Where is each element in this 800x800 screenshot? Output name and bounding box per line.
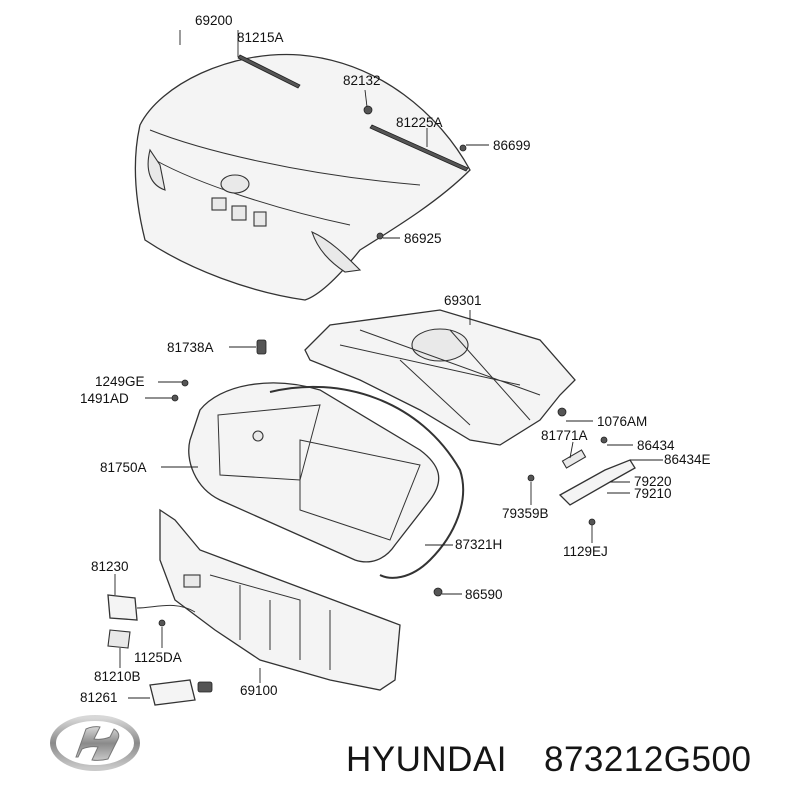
strip-81215a	[237, 54, 301, 89]
label-81750a: 81750A	[100, 460, 147, 475]
label-1249ge: 1249GE	[95, 374, 145, 389]
clip-82132	[363, 105, 373, 115]
rear-shelf-panel-part	[304, 309, 576, 446]
label-1125da: 1125DA	[134, 650, 182, 665]
screw-1491ad	[171, 394, 179, 402]
bolt-86590	[433, 587, 443, 597]
hyundai-logo-icon	[50, 715, 140, 771]
bumper-86925	[376, 232, 384, 240]
label-86434: 86434	[637, 438, 675, 453]
back-panel-part	[159, 508, 401, 691]
trunk-lid-part	[134, 53, 471, 301]
label-79210: 79210	[634, 486, 672, 501]
label-87321h: 87321H	[455, 537, 503, 552]
part-number: 873212G500	[544, 740, 752, 779]
label-81771a: 81771A	[541, 428, 588, 443]
label-69200: 69200	[195, 13, 233, 28]
screw-1249ge	[181, 379, 189, 387]
label-1129ej: 1129EJ	[563, 544, 608, 559]
label-79220: 79220	[634, 474, 672, 489]
latch-assembly-part	[107, 594, 213, 706]
bumper-81738a	[256, 339, 267, 355]
weatherstrip-87321h-part	[269, 385, 465, 579]
label-82132: 82132	[343, 73, 381, 88]
brand-name: HYUNDAI	[346, 740, 508, 779]
label-86434e: 86434E	[664, 452, 711, 467]
label-81210b: 81210B	[94, 669, 141, 684]
label-1491ad: 1491AD	[80, 391, 129, 406]
hinge-part	[527, 407, 636, 526]
label-86590: 86590	[465, 587, 503, 602]
strip-81225a	[369, 124, 469, 172]
label-69100: 69100	[240, 683, 278, 698]
label-81738a: 81738A	[167, 340, 214, 355]
label-81261: 81261	[80, 690, 118, 705]
label-86925: 86925	[404, 231, 442, 246]
label-79359b: 79359B	[502, 506, 549, 521]
label-81225a: 81225A	[396, 115, 443, 130]
bolt-86699	[459, 144, 467, 152]
label-1076am: 1076AM	[597, 414, 648, 429]
leader-lines	[114, 30, 663, 699]
label-81215a: 81215A	[237, 30, 284, 45]
label-69301: 69301	[444, 293, 482, 308]
label-86699: 86699	[493, 138, 531, 153]
label-81230: 81230	[91, 559, 129, 574]
trunk-trim-part	[188, 382, 440, 563]
